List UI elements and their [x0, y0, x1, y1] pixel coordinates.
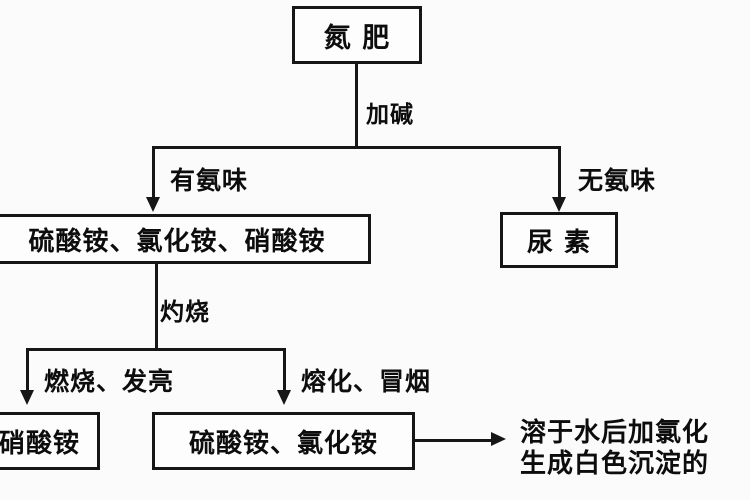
- arrowhead-has-ammonia: [146, 197, 160, 212]
- connector-root-stem: [355, 64, 358, 146]
- result-note-text: 溶于水后加氯化 生成白色沉淀的: [520, 418, 710, 479]
- edge-label-burn-and-glow: 燃烧、发亮: [44, 367, 175, 396]
- edge-label-add-alkali: 加碱: [366, 102, 414, 128]
- node-ammonium-salts-label: 硫酸铵、氯化铵、硝酸铵: [28, 226, 326, 257]
- node-ammonium-nitrate: 硝酸铵: [0, 412, 100, 470]
- connector-split-bar-bottom: [26, 348, 285, 351]
- arrowhead-burn-and-glow: [20, 390, 34, 405]
- edge-label-ignite: 灼烧: [160, 298, 210, 326]
- edge-label-melt-and-smoke: 熔化、冒烟: [301, 367, 432, 396]
- connector-ignite-stem: [155, 264, 158, 349]
- connector-branch-right-down: [558, 146, 561, 201]
- arrowhead-result-note: [491, 432, 506, 446]
- node-ammonium-salts: 硫酸铵、氯化铵、硝酸铵: [0, 214, 371, 264]
- edge-label-has-ammonia-smell: 有氨味: [170, 166, 249, 195]
- node-ammonium-nitrate-label: 硝酸铵: [0, 428, 80, 459]
- connector-branch-left-down: [152, 146, 155, 201]
- edge-label-no-ammonia-smell: 无氨味: [578, 166, 657, 195]
- node-urea: 尿 素: [500, 212, 618, 268]
- node-sulfate-and-chloride-label: 硫酸铵、氯化铵: [188, 428, 378, 459]
- connector-result-arrow-line: [415, 439, 493, 442]
- node-nitrogen-fertilizer: 氮 肥: [292, 6, 422, 64]
- connector-burn-down: [26, 348, 29, 394]
- node-sulfate-and-chloride: 硫酸铵、氯化铵: [152, 412, 415, 470]
- node-urea-label: 尿 素: [526, 227, 592, 258]
- node-nitrogen-fertilizer-label: 氮 肥: [323, 22, 391, 54]
- arrowhead-no-ammonia: [552, 197, 566, 212]
- connector-split-bar-top: [152, 146, 561, 149]
- connector-melt-down: [283, 348, 286, 394]
- arrowhead-melt-and-smoke: [277, 390, 291, 405]
